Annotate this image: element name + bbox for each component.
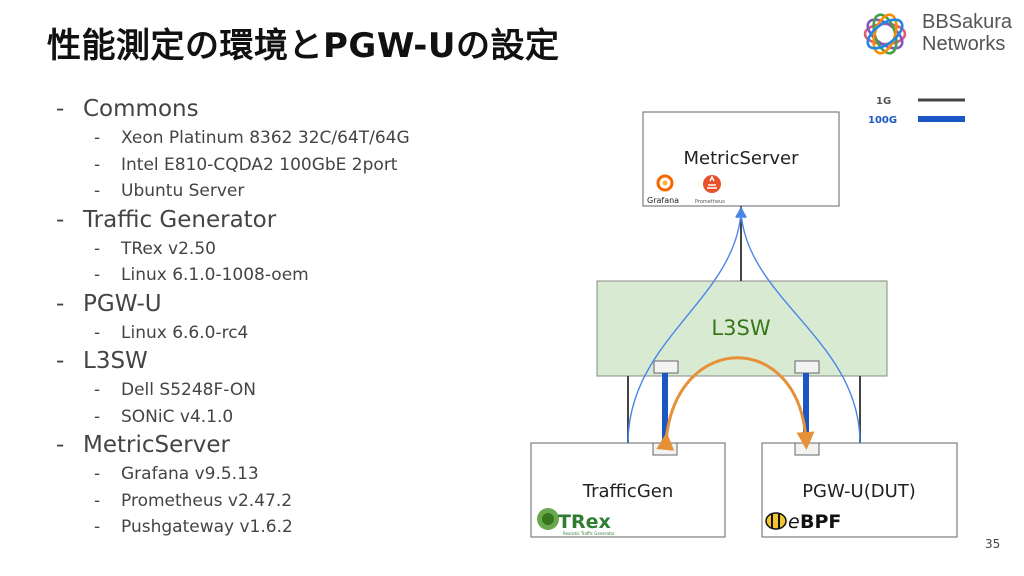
- legend-100g-label: 100G: [868, 115, 897, 126]
- metric-flow-line: [627, 206, 747, 444]
- ebpf-bee-icon: [765, 512, 787, 530]
- sub-bullet-item: -Linux 6.1.0-1008-oem: [94, 265, 309, 285]
- node-port: [652, 442, 678, 456]
- bullet-item: -PGW-U: [56, 290, 162, 317]
- grafana-label: Grafana: [647, 196, 679, 205]
- bullet-item: -L3SW: [56, 348, 148, 374]
- sub-bullet-item: -TRex v2.50: [94, 238, 216, 259]
- l3sw-node: [596, 280, 888, 377]
- page-number: 35: [985, 537, 1001, 551]
- prometheus-icon: [703, 175, 721, 193]
- switch-port: [794, 360, 820, 374]
- sub-bullet-item: -SONiC v4.1.0: [94, 406, 234, 427]
- trex-sub-label: Realistic Traffic Generator: [563, 531, 615, 536]
- legend-1g-label: 1G: [876, 96, 891, 107]
- logo-line1: BBSakura: [922, 11, 1013, 33]
- metricserver-node: [642, 111, 840, 207]
- pgwu-label: PGW-U(DUT): [802, 481, 916, 502]
- bullet-item: -Traffic Generator: [56, 206, 277, 233]
- sub-bullet-item: -Linux 6.6.0-rc4: [94, 322, 249, 343]
- bbsakura-logo: [863, 13, 907, 55]
- logo-text: BBSakura Networks: [922, 11, 1012, 55]
- sakura-knot-icon: [863, 13, 907, 55]
- bullet-item: -Commons: [56, 96, 199, 122]
- traffic-flow-arrow: [656, 356, 815, 451]
- sub-bullet-item: -Dell S5248F-ON: [94, 380, 256, 400]
- trafficgen-label: TrafficGen: [582, 481, 674, 502]
- trex-logo-icon: [537, 508, 559, 530]
- pgwu-node: [761, 442, 958, 538]
- sub-bullet-item: -Prometheus v2.47.2: [94, 490, 293, 511]
- metric-flow-line: [735, 206, 861, 444]
- sub-bullet-item: -Ubuntu Server: [94, 181, 245, 201]
- node-port: [794, 442, 820, 456]
- sub-bullet-item: -Xeon Platinum 8362 32C/64T/64G: [94, 128, 410, 148]
- grafana-icon: [656, 174, 674, 192]
- page-title: 性能測定の環境とPGW-Uの設定: [47, 26, 560, 66]
- prometheus-label: Prometheus: [695, 199, 725, 205]
- switch-port: [653, 360, 679, 374]
- trex-label: TRex: [558, 511, 611, 533]
- l3sw-label: L3SW: [711, 316, 770, 340]
- sub-bullet-item: -Intel E810-CQDA2 100GbE 2port: [94, 154, 398, 175]
- bullet-list: -Commons -Xeon Platinum 8362 32C/64T/64G…: [56, 94, 410, 541]
- ebpf-prefix: e: [788, 511, 800, 533]
- ebpf-label: BPF: [800, 511, 841, 533]
- trafficgen-node: [530, 442, 726, 538]
- sub-bullet-item: -Pushgateway v1.6.2: [94, 517, 293, 537]
- logo-line2: Networks: [922, 33, 1006, 55]
- sub-bullet-item: -Grafana v9.5.13: [94, 464, 259, 484]
- metricserver-label: MetricServer: [684, 148, 800, 169]
- bullet-item: -MetricServer: [56, 432, 230, 458]
